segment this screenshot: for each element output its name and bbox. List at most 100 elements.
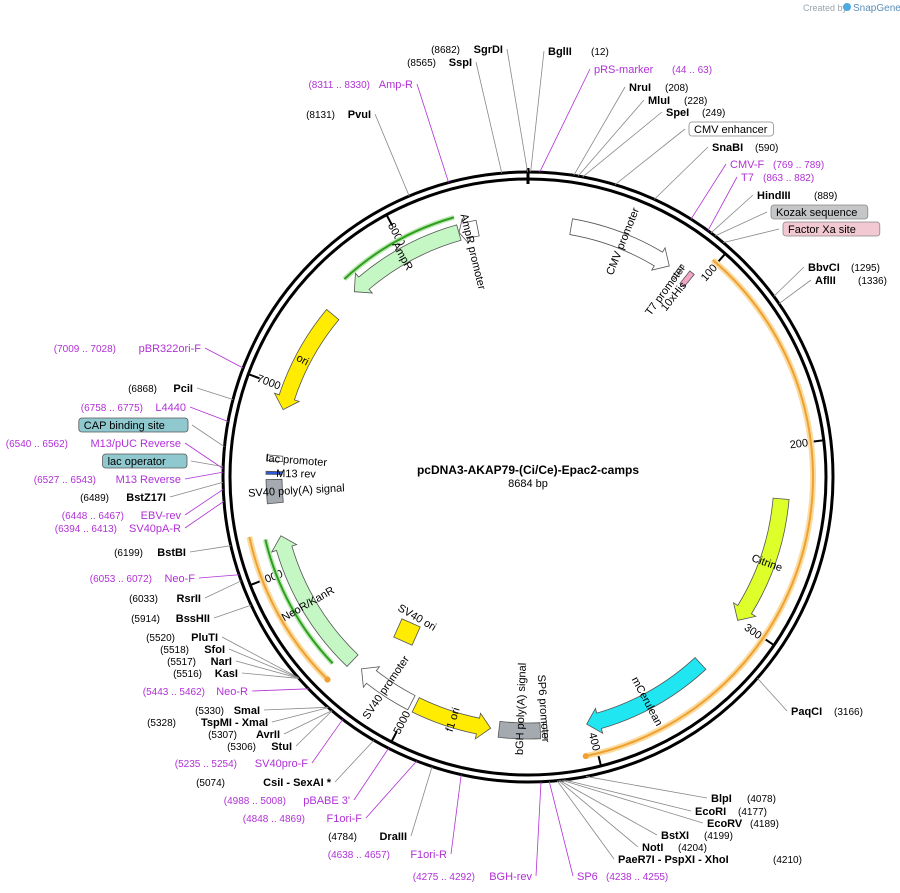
leader-line: [710, 194, 754, 234]
leader-line: [190, 460, 224, 468]
leader-line: [577, 99, 645, 177]
bstz17i-position: (6489): [80, 493, 109, 504]
prs-marker-position: (44 .. 63): [672, 65, 712, 76]
ecorv-position: (4189): [750, 819, 779, 830]
feature-sv40-poly-a-signal: [265, 478, 284, 505]
sgrdi-label: SgrDI: [474, 44, 503, 56]
leader-line: [263, 706, 329, 711]
leader-line: [221, 636, 299, 679]
mlui-position: (228): [684, 96, 707, 107]
leader-line: [707, 176, 738, 231]
bsshii-position: (5914): [131, 614, 160, 625]
m13-puc-reverse-label: M13/pUC Reverse: [91, 438, 181, 450]
sfoi-label: SfoI: [204, 644, 225, 656]
leader-line: [416, 83, 449, 183]
leader-line: [561, 779, 704, 824]
spei-position: (249): [702, 108, 725, 119]
leader-line: [198, 574, 240, 579]
hindiii-label: HindIII: [757, 190, 791, 202]
kasi-position: (5516): [173, 669, 202, 680]
bglii-label: BglII: [548, 46, 572, 58]
leader-line: [295, 710, 333, 747]
paqci-label: PaqCI: [791, 706, 822, 718]
smai-position: (5330): [195, 706, 224, 717]
pvui-position: (8131): [306, 110, 335, 121]
bglii-position: (12): [591, 47, 609, 58]
sp6-label: SP6: [577, 871, 598, 883]
sspi-position: (8565): [407, 58, 436, 69]
ruler-tick: [247, 373, 260, 380]
feature-label-ori: ori: [294, 352, 310, 368]
leader-line: [334, 739, 375, 783]
cmv-enhancer-box: [688, 121, 774, 137]
nrui-label: NruI: [629, 82, 651, 94]
pbabe-3-label: pBABE 3': [303, 795, 350, 807]
snabi-position: (590): [755, 143, 778, 154]
nari-position: (5517): [167, 657, 196, 668]
leader-line: [757, 677, 788, 712]
leader-line: [475, 61, 503, 174]
leader-line: [189, 406, 229, 422]
neo-r-position: (5443 .. 5462): [143, 687, 205, 698]
leader-line: [778, 279, 812, 305]
t7-label: T7: [741, 172, 754, 184]
leader-line: [582, 111, 663, 178]
feature-sp6-promoter: [543, 721, 549, 739]
m13-puc-reverse-position: (6540 .. 6562): [6, 439, 68, 450]
labels: BglII(12)pRS-marker(44 .. 63)NruI(208)Ml…: [6, 44, 887, 883]
pcii-position: (6868): [128, 384, 157, 395]
ecori-label: EcoRI: [695, 806, 726, 818]
sv40pa-r-position: (6394 .. 6413): [55, 524, 117, 535]
ruler-tick-label: 7000: [255, 373, 282, 393]
l4440-label: L4440: [155, 402, 186, 414]
m13-reverse-position: (6527 .. 6543): [34, 475, 96, 486]
ruler-tick-label: 5000: [391, 709, 413, 736]
kozak-sequence-label: Kozak sequence: [776, 207, 857, 219]
bstxi-position: (4199): [704, 831, 733, 842]
cmv-enhancer-label: CMV enhancer: [694, 124, 768, 136]
avrii-label: AvrII: [256, 729, 280, 741]
leader-line: [564, 779, 692, 812]
bgh-rev-position: (4275 .. 4292): [413, 872, 475, 883]
bstxi-label: BstXI: [661, 830, 689, 842]
leader-line: [241, 672, 300, 679]
bstbi-position: (6199): [114, 548, 143, 559]
factor-xa-site-box: [782, 221, 881, 237]
feature-mcerulean: [586, 656, 707, 735]
feature-label-sv40-poly-a-signal: SV40 poly(A) signal: [248, 482, 345, 499]
nari-label: NarI: [211, 656, 232, 668]
blpi-label: BlpI: [711, 793, 732, 805]
lac-operator-box: [102, 453, 188, 469]
credit-prefix: Created by: [803, 3, 848, 13]
ruler-tick: [390, 730, 398, 743]
feature-cmv-promoter: [569, 218, 670, 271]
orf-arc: [248, 536, 329, 681]
orf-arrowhead: [582, 753, 589, 760]
neo-f-position: (6053 .. 6072): [90, 574, 152, 585]
snabi-label: SnaBI: [712, 142, 743, 154]
lac-operator-label: lac operator: [108, 456, 166, 468]
ecori-position: (4177): [738, 807, 767, 818]
leader-line: [271, 707, 329, 723]
pluti-label: PluTI: [191, 632, 218, 644]
leader-line: [539, 68, 591, 173]
sspi-label: SspI: [449, 57, 472, 69]
leader-line: [558, 780, 639, 848]
credit-brand: SnapGene: [853, 3, 900, 14]
leader-line: [184, 489, 224, 516]
leader-line: [374, 113, 410, 197]
leader-line: [235, 660, 299, 679]
l4440-position: (6758 .. 6775): [81, 403, 143, 414]
rsrii-label: RsrII: [177, 593, 201, 605]
leader-line: [251, 688, 309, 692]
nrui-position: (208): [665, 83, 688, 94]
leader-line: [184, 471, 224, 480]
f1ori-f-label: F1ori-F: [327, 813, 363, 825]
leader-line: [169, 481, 224, 498]
leader-line: [189, 545, 231, 553]
feature-bgh-poly-a-signal: [497, 720, 542, 740]
feature-label-lac-promoter: lac promoter: [266, 453, 328, 469]
ruler-tick: [385, 214, 394, 226]
leader-line: [196, 387, 234, 400]
